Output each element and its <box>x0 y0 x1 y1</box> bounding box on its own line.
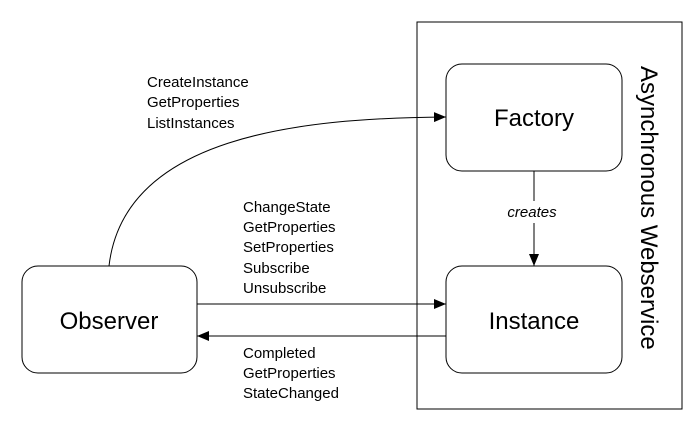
edge-label-line: GetProperties <box>243 365 336 382</box>
factory-label: Factory <box>494 105 574 132</box>
observer-to-instance-labels: ChangeState GetProperties SetProperties … <box>243 199 340 297</box>
edge-label-line: GetProperties <box>147 94 240 111</box>
instance-label: Instance <box>489 308 580 335</box>
edge-label-line: Subscribe <box>243 260 310 277</box>
observer-to-factory-edge <box>108 112 447 267</box>
creates-label-background <box>500 201 568 223</box>
instance-to-observer-labels: Completed GetProperties StateChanged <box>243 345 340 402</box>
edge-label-line: CreateInstance <box>147 74 249 91</box>
observer-label: Observer <box>60 308 159 335</box>
creates-label: creates <box>507 204 557 221</box>
edge-label-line: SetProperties <box>243 239 334 256</box>
edge-label-line: StateChanged <box>243 385 339 402</box>
edge-label-line: ChangeState <box>243 199 331 216</box>
edge-label-line: ListInstances <box>147 115 235 132</box>
edge-label-line: Completed <box>243 345 316 362</box>
factory-node: Factory <box>445 63 623 172</box>
instance-node: Instance <box>445 265 623 374</box>
edge-label-line: Unsubscribe <box>243 280 326 297</box>
observer-to-factory-labels: CreateInstance GetProperties ListInstanc… <box>147 74 253 132</box>
observer-node: Observer <box>21 265 198 374</box>
edge-label-line: GetProperties <box>243 219 336 236</box>
webservice-container-label: Asynchronous Webservice <box>635 66 662 350</box>
